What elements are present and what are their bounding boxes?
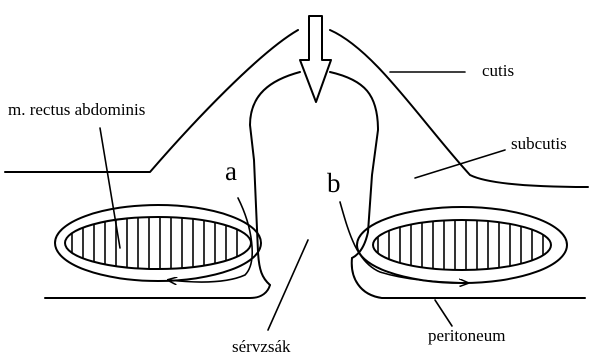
label-b: b — [327, 170, 341, 197]
rectus-muscle-right — [357, 207, 567, 283]
label-muscle: m. rectus abdominis — [8, 101, 145, 118]
label-peritoneum: peritoneum — [428, 327, 505, 344]
leader-sac — [268, 240, 308, 330]
label-a: a — [225, 158, 237, 185]
peritoneum-line-right — [352, 258, 585, 298]
leader-subcutis — [415, 150, 505, 178]
rectus-muscle-left — [55, 205, 261, 281]
label-subcutis: subcutis — [511, 135, 567, 152]
peritoneum-line-left — [45, 285, 270, 298]
label-hernia-sac: sérvzsák — [232, 338, 291, 355]
hernia-sac-right-wall — [330, 72, 378, 258]
cutis-line-right — [330, 30, 588, 187]
leader-peritoneum — [435, 300, 452, 326]
pressure-arrow — [300, 16, 331, 102]
leader-muscle — [100, 128, 120, 248]
label-cutis: cutis — [482, 62, 514, 79]
